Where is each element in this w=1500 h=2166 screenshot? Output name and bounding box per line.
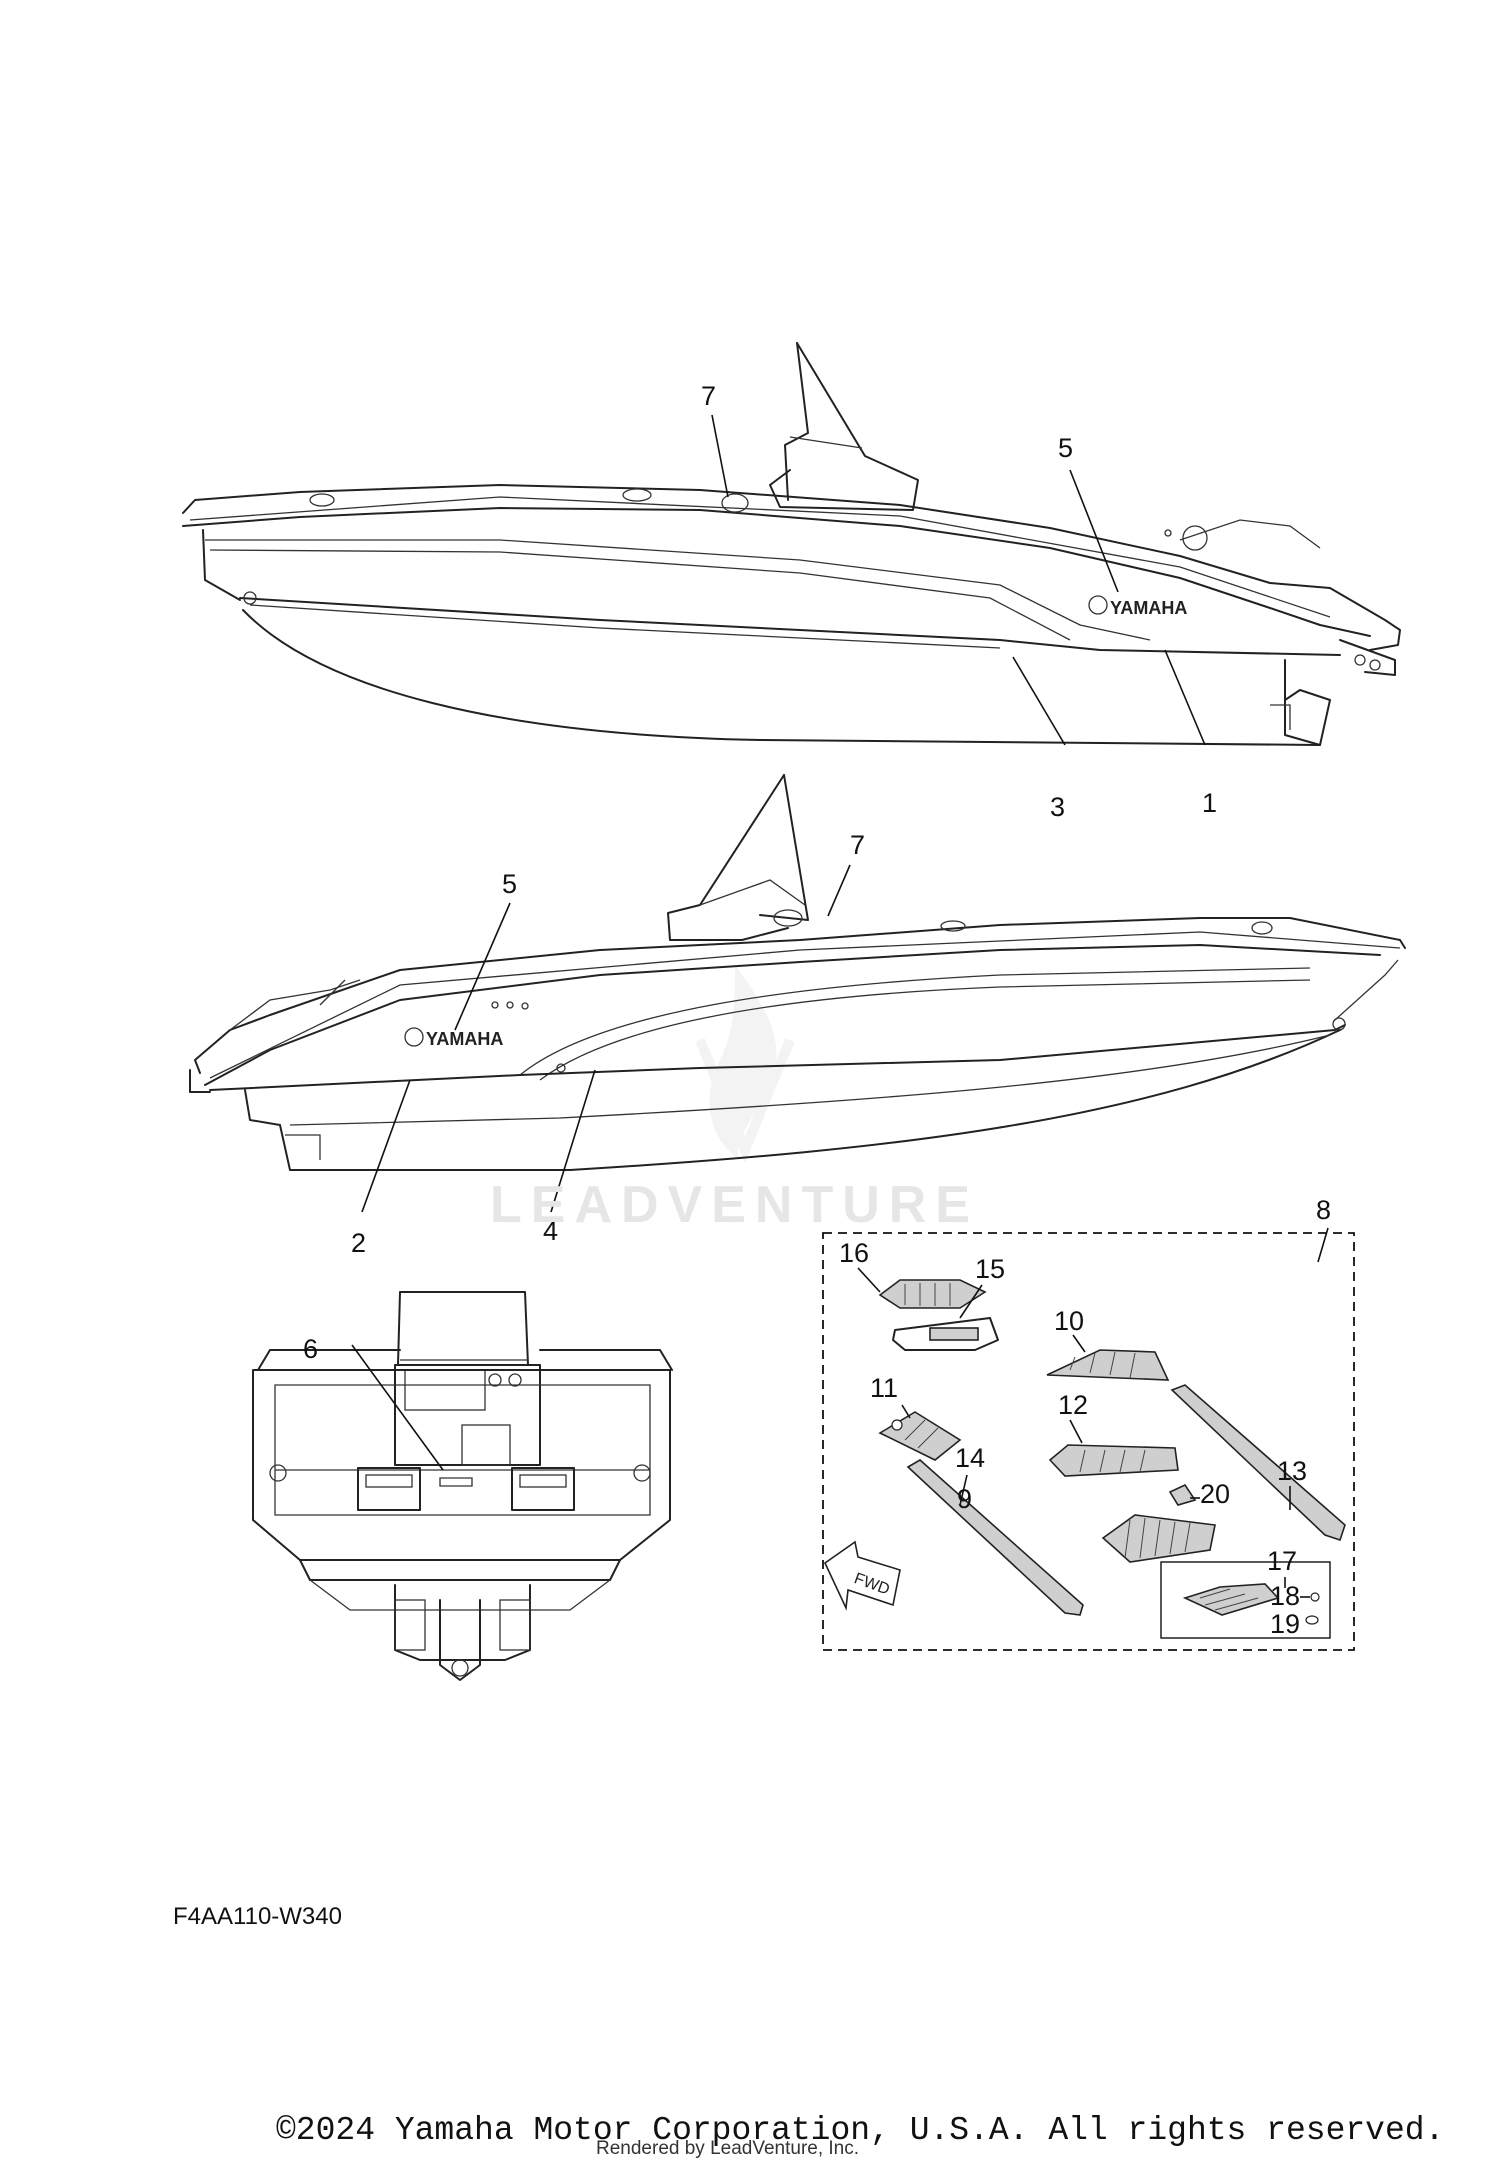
callout-5-top: 5: [1058, 433, 1073, 463]
callout-7-top: 7: [701, 381, 716, 411]
diagram-code: F4AA110-W340: [173, 1903, 342, 1930]
callout-5-middle: 5: [502, 869, 517, 899]
callout-9: 9: [957, 1484, 972, 1514]
callout-12: 12: [1058, 1390, 1088, 1420]
callout-8: 8: [1316, 1195, 1331, 1225]
deck-mat-kit: FWD: [822, 1232, 1355, 1651]
yamaha-logo-middle: YAMAHA: [426, 1029, 503, 1049]
callout-18: 18: [1270, 1581, 1300, 1611]
callout-7-middle: 7: [850, 830, 865, 860]
leader-lines: [351, 414, 1329, 1598]
rendered-by-credit: Rendered by LeadVenture, Inc.: [596, 2138, 860, 2159]
callout-10: 10: [1054, 1306, 1084, 1336]
copyright-notice: ©2024 Yamaha Motor Corporation, U.S.A. A…: [276, 2112, 1445, 2149]
callout-13: 13: [1277, 1456, 1307, 1486]
callout-4: 4: [543, 1216, 558, 1246]
callout-17: 17: [1267, 1546, 1297, 1576]
callout-3: 3: [1050, 792, 1065, 822]
callout-19: 19: [1270, 1609, 1300, 1639]
callout-6: 6: [303, 1334, 318, 1364]
yamaha-logo-top: YAMAHA: [1110, 598, 1187, 618]
boat-side-view-middle: YAMAHA: [189, 774, 1406, 1171]
boat-stern-view: [252, 1291, 673, 1681]
callout-16: 16: [839, 1238, 869, 1268]
callout-numbers: 1 2 3 4 5 5 6 7 7 8 9 10 11 12 13 14 15 …: [303, 381, 1331, 1639]
watermark-text: LEADVENTURE: [490, 1176, 980, 1234]
callout-1: 1: [1202, 788, 1217, 818]
watermark-logo: [695, 965, 795, 1164]
callout-2: 2: [351, 1228, 366, 1258]
callout-15: 15: [975, 1254, 1005, 1284]
callout-11: 11: [870, 1373, 898, 1403]
callout-20: 20: [1200, 1479, 1230, 1509]
callout-14: 14: [955, 1443, 985, 1473]
boat-side-view-top: YAMAHA: [182, 342, 1401, 746]
